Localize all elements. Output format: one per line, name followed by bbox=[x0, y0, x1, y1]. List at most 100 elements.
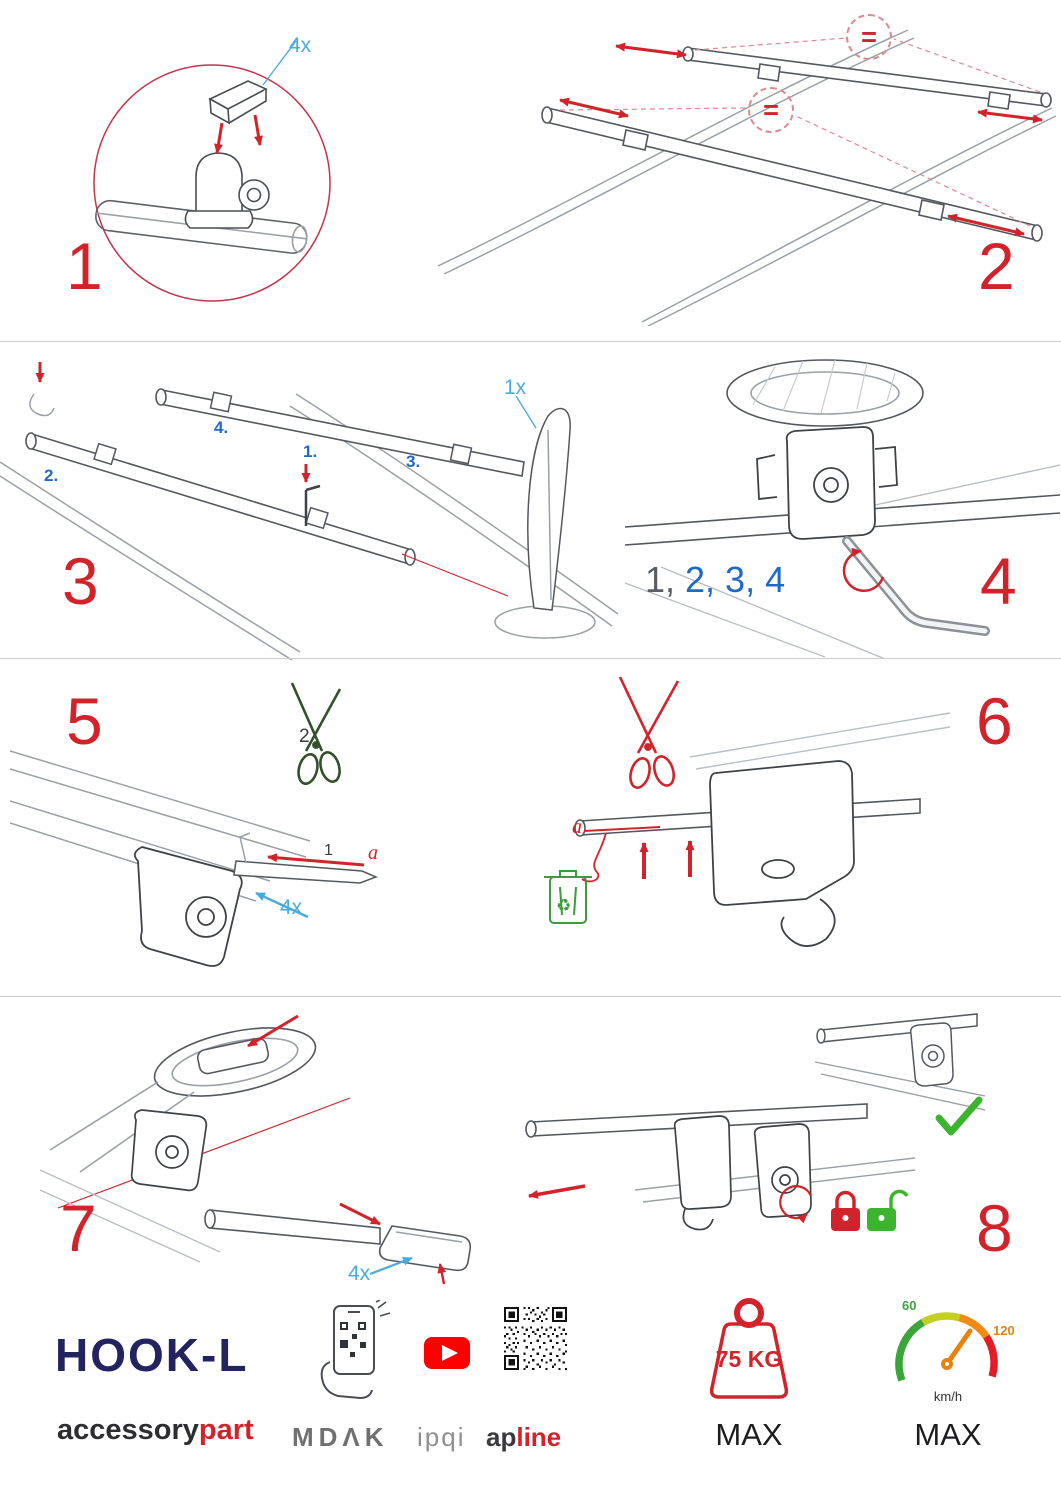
equal-spacing-badge-top: = bbox=[846, 14, 892, 60]
speedometer-icon bbox=[882, 1294, 1014, 1398]
cap-push-arrow-icon bbox=[437, 1263, 447, 1285]
speed-max-label: MAX bbox=[914, 1417, 982, 1452]
qty-arrow-icon bbox=[369, 1256, 413, 1276]
step-6-panel bbox=[520, 665, 950, 995]
step-3-sublabel-3: 3. bbox=[406, 452, 421, 471]
allen-key-icon bbox=[304, 484, 321, 526]
roof-lines-drawing bbox=[625, 464, 1060, 660]
red-guide-line bbox=[57, 1097, 351, 1209]
clamp-drawing bbox=[184, 152, 270, 229]
step-8-number: 8 bbox=[976, 1191, 1013, 1265]
cap-insert-arrow-icon bbox=[339, 1202, 381, 1226]
slide-arrow-icon bbox=[528, 1184, 586, 1199]
bar-underside-drawing bbox=[726, 359, 924, 427]
step-4-number: 4 bbox=[980, 544, 1017, 618]
strap-offcut-curl bbox=[581, 832, 607, 883]
step-2-drawing bbox=[437, 29, 1057, 326]
insert-plate-drawing bbox=[208, 80, 268, 125]
rotate-arrow-icon bbox=[842, 547, 885, 593]
step-6-drawing bbox=[544, 676, 950, 947]
equal-sign-mid: = bbox=[763, 94, 779, 125]
qty-arrow-icon bbox=[255, 891, 309, 919]
rail-lines-drawing bbox=[689, 712, 950, 770]
step-6-letter-a: a bbox=[572, 816, 582, 838]
step-1-qty-label: 4x bbox=[289, 34, 312, 57]
adjust-arrows-icon bbox=[559, 42, 1043, 237]
roof-rails-drawing bbox=[0, 393, 619, 660]
step-1-number: 1 bbox=[66, 229, 103, 303]
step-5-number: 5 bbox=[66, 684, 103, 758]
brand-red-part: part bbox=[198, 1414, 254, 1446]
step-5-drawing bbox=[10, 682, 379, 967]
product-name: HOOK-L bbox=[55, 1329, 249, 1381]
qty-leader-line bbox=[262, 40, 297, 86]
qty-leader-line bbox=[515, 395, 537, 429]
roof-rails-drawing bbox=[437, 29, 1057, 326]
strap-drawing bbox=[233, 832, 379, 884]
step-3-sublabel-1: 1. bbox=[303, 442, 318, 461]
apline-black-part: ap bbox=[486, 1422, 517, 1452]
step-2-panel bbox=[430, 8, 1058, 326]
logo-apline: apline bbox=[486, 1424, 561, 1450]
lock-closed-icon bbox=[831, 1190, 860, 1231]
bar-rail-drawing bbox=[10, 750, 311, 902]
step-5-pull-label: 1 bbox=[324, 842, 333, 859]
scissors-icon bbox=[618, 676, 680, 789]
step-4-panel bbox=[625, 345, 1060, 660]
allen-key-icon bbox=[842, 536, 990, 636]
clamp-feet-drawing bbox=[93, 391, 473, 530]
step-8-panel bbox=[515, 1000, 985, 1290]
step-5-panel bbox=[10, 665, 440, 995]
clamp-drawing bbox=[130, 1109, 208, 1192]
insert-arrows-icon bbox=[214, 114, 263, 154]
front-crossbar-drawing bbox=[541, 106, 1043, 242]
step-4-sequence-text: 1,2, 3, 4 bbox=[645, 562, 785, 598]
bracket-drawing bbox=[709, 760, 855, 947]
step-3-panel bbox=[0, 350, 620, 660]
step-2-number: 2 bbox=[978, 229, 1015, 303]
rail-opening-drawing bbox=[49, 1027, 317, 1173]
sequence-blue: 2, 3, 4 bbox=[685, 559, 786, 600]
step-3-sublabel-4: 4. bbox=[214, 418, 229, 437]
speed-low-label: 60 bbox=[902, 1298, 917, 1313]
step-8-drawing bbox=[525, 1013, 985, 1231]
step-6-number: 6 bbox=[976, 684, 1013, 758]
up-arrows-icon bbox=[639, 840, 695, 879]
clamp-drawing bbox=[756, 426, 898, 540]
brand-black-part: accessory bbox=[57, 1414, 199, 1446]
apline-red-part: line bbox=[516, 1422, 562, 1452]
logo-mdak: MDΛK bbox=[292, 1422, 389, 1452]
trash-bin-icon bbox=[544, 870, 592, 924]
step-5-letter-a: a bbox=[368, 842, 378, 864]
step-1-panel bbox=[70, 25, 350, 315]
weight-max-label: MAX bbox=[715, 1417, 783, 1452]
step-5-qty-label: 4x bbox=[280, 896, 303, 919]
strap-hook-drawing bbox=[29, 393, 55, 417]
recycle-icon: ♻ bbox=[556, 896, 572, 915]
equal-spacing-badge-mid: = bbox=[748, 87, 794, 133]
rail-lines-drawing bbox=[40, 1169, 221, 1263]
speed-high-label: 120 bbox=[993, 1323, 1015, 1338]
max-weight-icon: 75 KG bbox=[693, 1296, 805, 1408]
qr-code-icon bbox=[504, 1307, 567, 1370]
clamp-2-drawing bbox=[753, 1123, 812, 1218]
section-divider-3 bbox=[0, 996, 1061, 997]
equal-sign-top: = bbox=[861, 21, 877, 52]
youtube-icon bbox=[424, 1337, 470, 1369]
red-leader-line bbox=[401, 553, 509, 597]
step-7-number: 7 bbox=[60, 1191, 97, 1265]
sequence-gray: 1, bbox=[645, 559, 676, 600]
step-3-sublabel-2: 2. bbox=[44, 466, 59, 485]
logo-ipqi: ipqi bbox=[417, 1422, 466, 1452]
step-1-drawing bbox=[93, 40, 331, 302]
step-7-drawing bbox=[40, 1014, 472, 1285]
bar-end-cap-drawing bbox=[204, 1209, 472, 1272]
insert-arrow-icon bbox=[247, 1014, 299, 1048]
scissors-icon bbox=[290, 682, 342, 786]
check-icon bbox=[935, 1096, 983, 1136]
correct-assembly-drawing bbox=[816, 1013, 978, 1087]
step-4-drawing bbox=[625, 359, 1060, 660]
scan-phone-icon bbox=[312, 1300, 392, 1400]
pull-arrow-icon bbox=[267, 853, 365, 867]
